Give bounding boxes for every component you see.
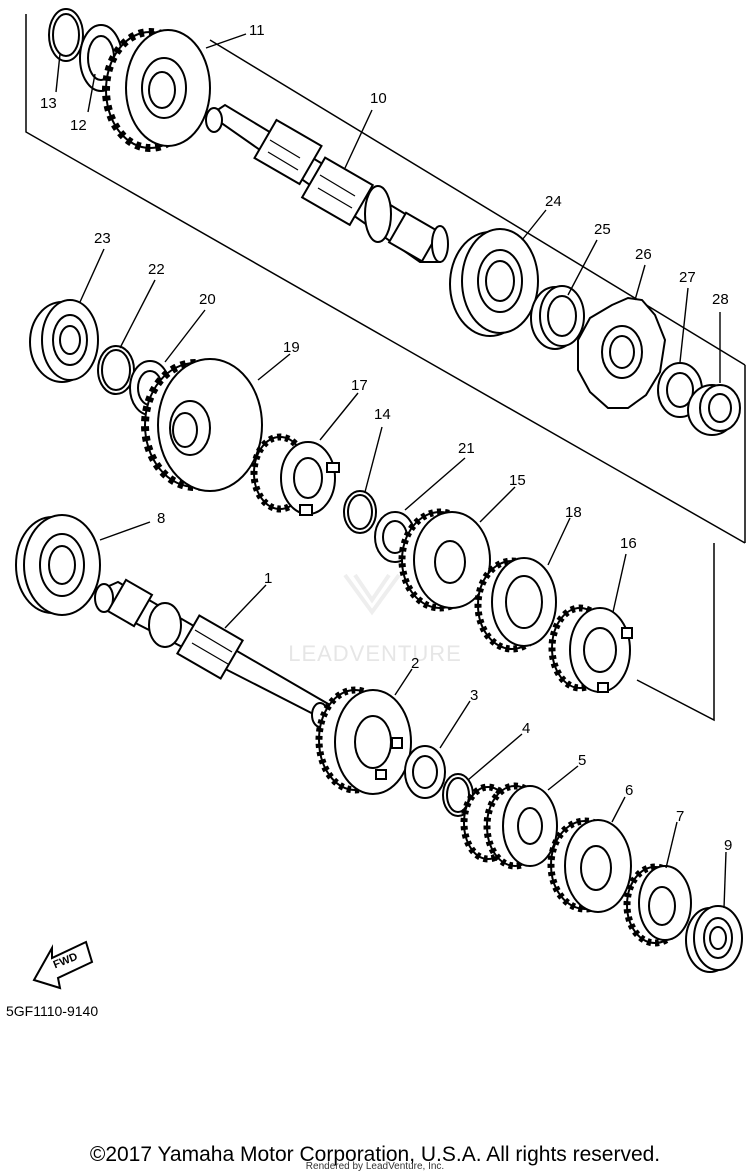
- callout-25[interactable]: 25: [594, 221, 611, 238]
- callout-21[interactable]: 21: [458, 440, 475, 457]
- callout-9[interactable]: 9: [724, 837, 733, 854]
- circlip-13: [48, 8, 84, 62]
- callout-12[interactable]: 12: [70, 117, 87, 134]
- callout-22[interactable]: 22: [148, 261, 165, 278]
- callout-8[interactable]: 8: [157, 510, 166, 527]
- callout-13[interactable]: 13: [40, 95, 57, 112]
- drive-axle-1: [94, 578, 332, 728]
- callout-10[interactable]: 10: [370, 90, 387, 107]
- fwd-arrow-icon: [32, 940, 94, 990]
- gear-18: [474, 557, 557, 653]
- gear-16: [548, 604, 633, 693]
- callout-14[interactable]: 14: [374, 406, 391, 423]
- callout-3[interactable]: 3: [470, 687, 479, 704]
- callout-18[interactable]: 18: [565, 504, 582, 521]
- oil-seal-25: [530, 285, 585, 350]
- callout-19[interactable]: 19: [283, 339, 300, 356]
- callout-15[interactable]: 15: [509, 472, 526, 489]
- callout-17[interactable]: 17: [351, 377, 368, 394]
- gear-7: [623, 863, 692, 947]
- gear-17: [250, 433, 340, 516]
- callout-1[interactable]: 1: [264, 570, 273, 587]
- circlip-14: [343, 490, 377, 534]
- main-axle-10: [205, 103, 449, 263]
- rendered-by-note: Rendered by LeadVenture, Inc.: [305, 1161, 445, 1172]
- callout-20[interactable]: 20: [199, 291, 216, 308]
- part-code: 5GF1110-9140: [6, 1003, 99, 1019]
- bearing-24: [449, 228, 539, 337]
- callout-2[interactable]: 2: [411, 655, 420, 672]
- leader-lines: [55, 33, 727, 909]
- callout-26[interactable]: 26: [635, 246, 652, 263]
- upper-assembly-frame: [25, 14, 746, 544]
- copyright-notice: ©2017 Yamaha Motor Corporation, U.S.A. A…: [89, 1143, 661, 1166]
- watermark-logo: [343, 573, 401, 616]
- gear-5: [460, 782, 558, 870]
- drive-sprocket-26: [577, 296, 667, 409]
- callout-5[interactable]: 5: [578, 752, 587, 769]
- bearing-8: [15, 514, 101, 616]
- nut-28: [687, 384, 741, 436]
- gear-2: [315, 686, 412, 795]
- bearing-23: [29, 299, 99, 383]
- circlip-22: [97, 345, 135, 395]
- bearing-9: [685, 905, 743, 973]
- gear-11: [102, 28, 211, 152]
- gear-19: [141, 358, 263, 492]
- callout-7[interactable]: 7: [676, 808, 685, 825]
- washer-3: [404, 745, 446, 799]
- callout-6[interactable]: 6: [625, 782, 634, 799]
- lower-assembly-frame: [636, 543, 715, 722]
- gear-15: [398, 508, 491, 612]
- callout-24[interactable]: 24: [545, 193, 562, 210]
- watermark-text: LEADVENTURE: [288, 641, 462, 666]
- callout-28[interactable]: 28: [712, 291, 729, 308]
- callout-11[interactable]: 11: [249, 22, 265, 39]
- callout-4[interactable]: 4: [522, 720, 531, 737]
- callout-27[interactable]: 27: [679, 269, 696, 286]
- gear-6: [547, 817, 632, 913]
- callout-23[interactable]: 23: [94, 230, 111, 247]
- callout-16[interactable]: 16: [620, 535, 637, 552]
